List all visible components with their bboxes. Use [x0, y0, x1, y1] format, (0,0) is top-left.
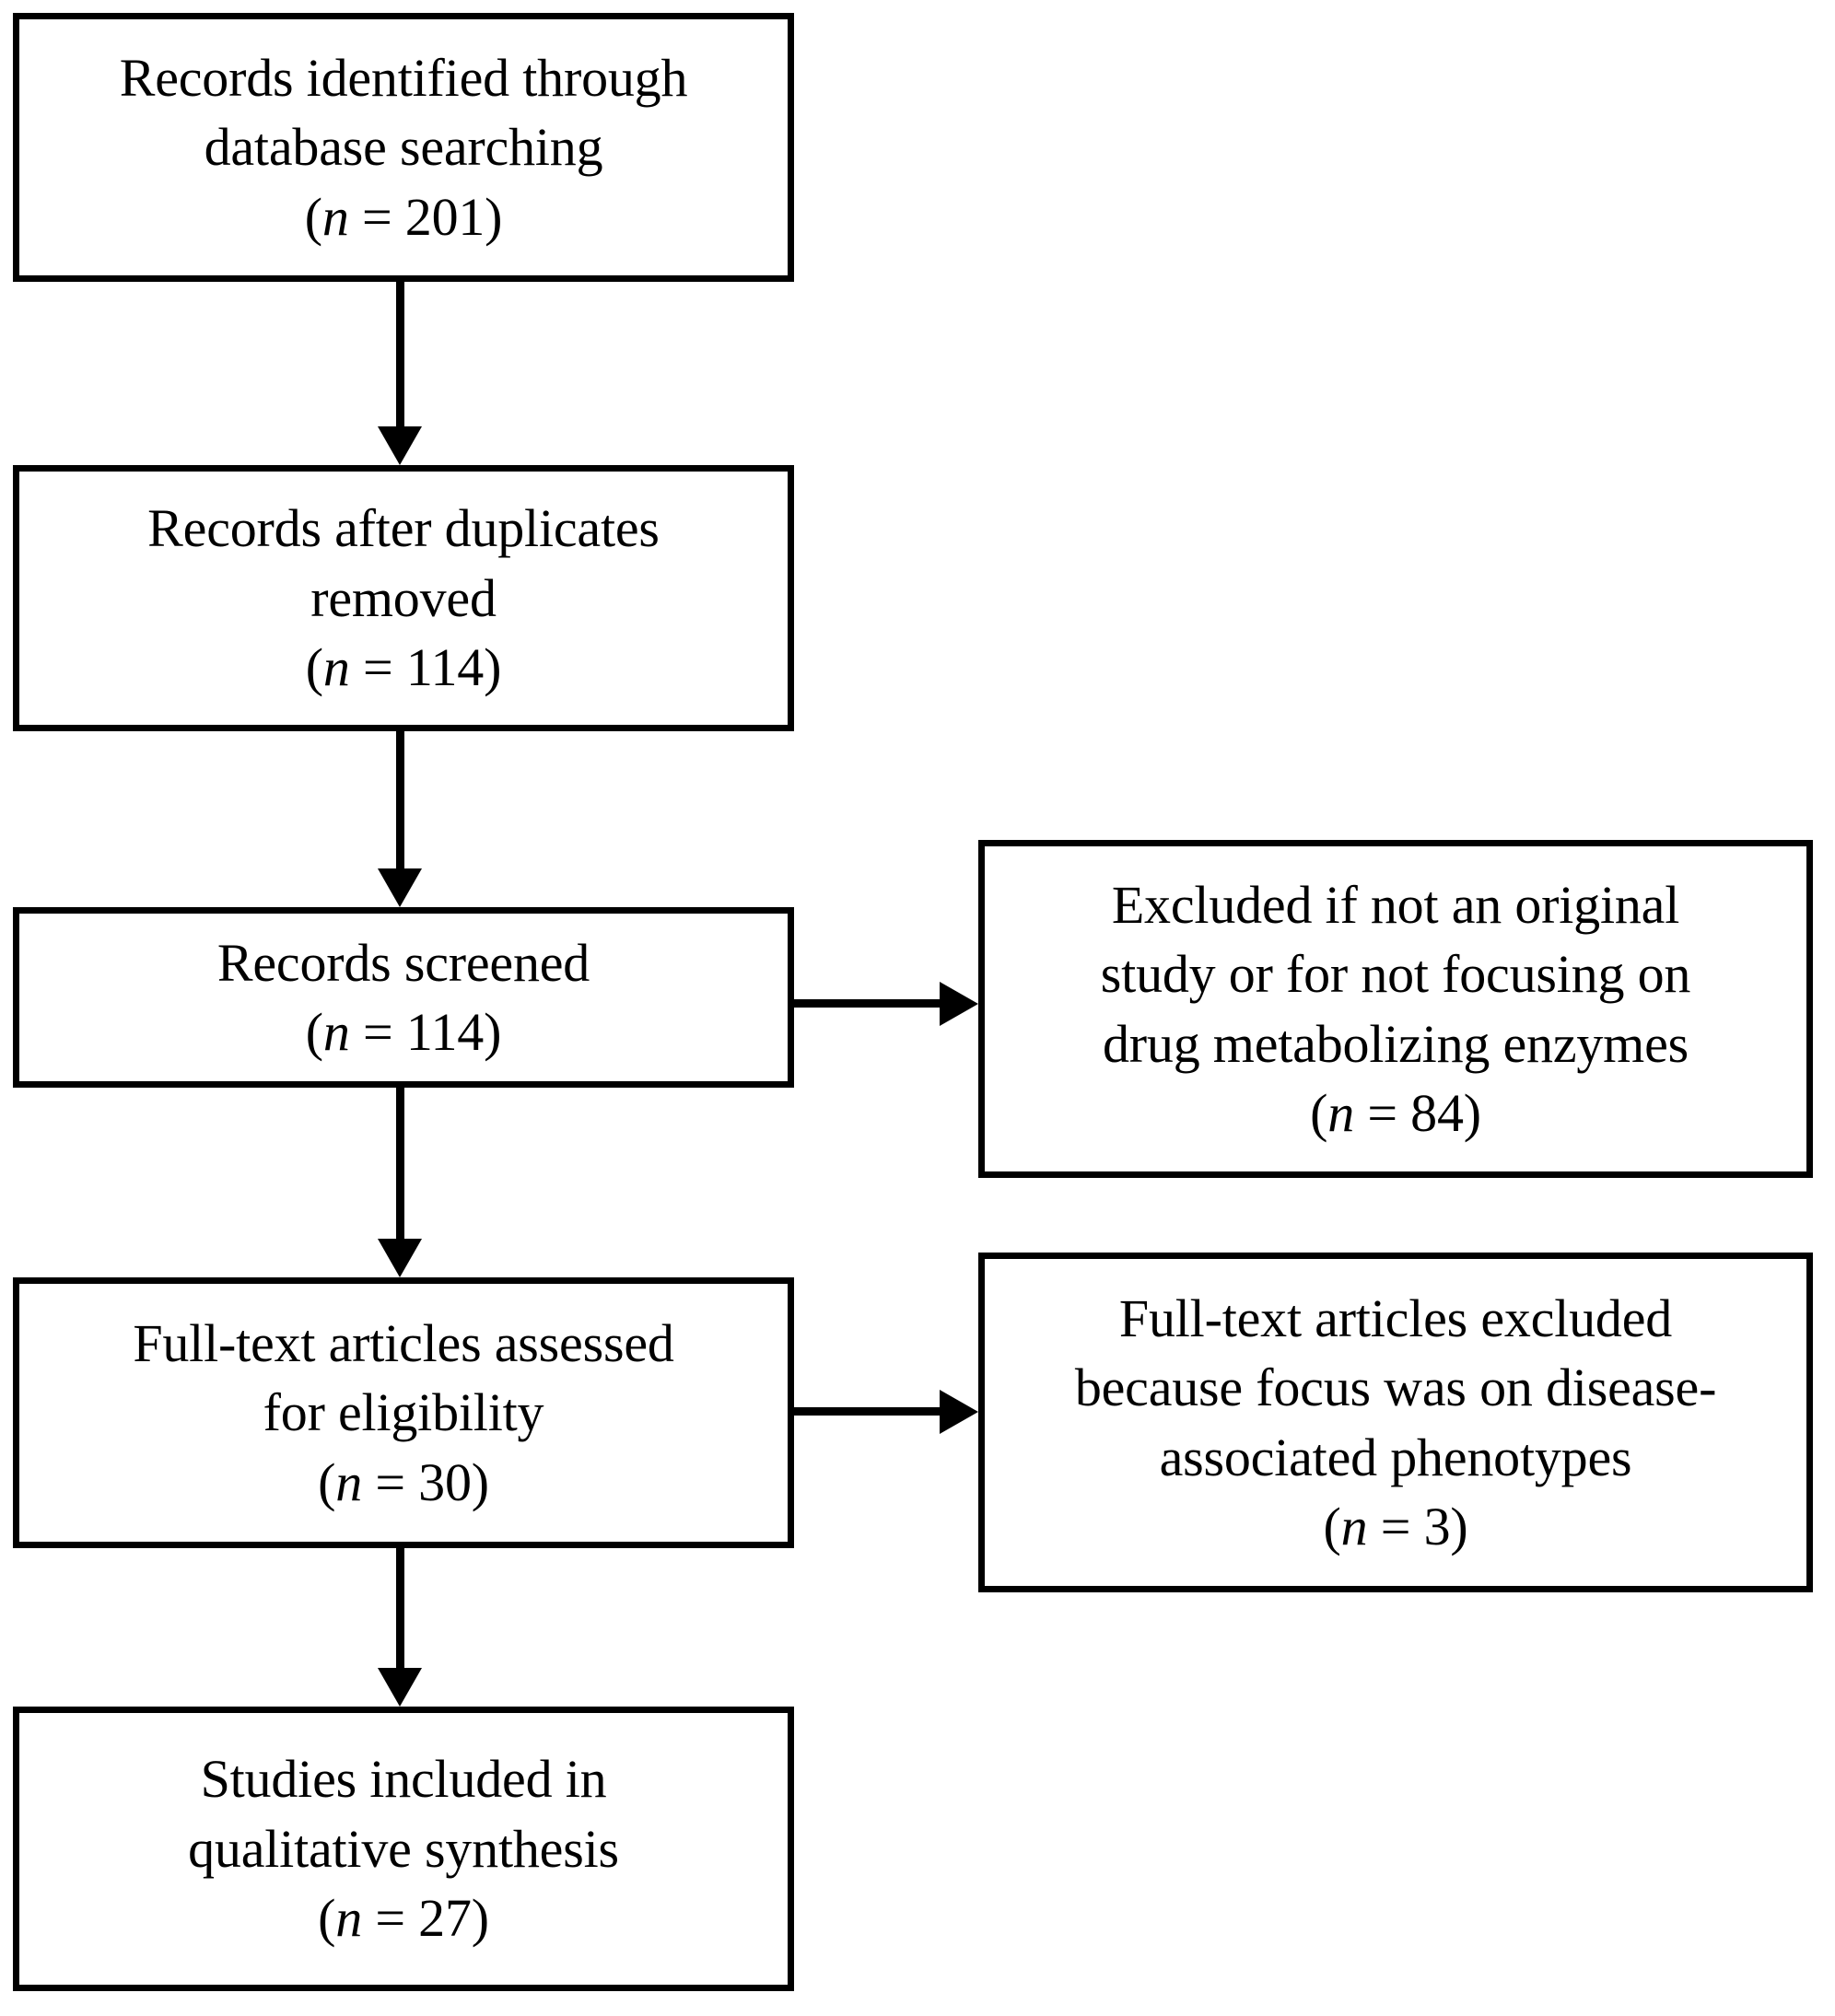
node-count: (n = 114) [305, 637, 502, 698]
connector-screened-to-fulltext [396, 1087, 404, 1241]
node-count: (n = 30) [318, 1451, 489, 1512]
node-line: removed [310, 567, 497, 628]
node-studies-included: Studies included in qualitative synthesi… [13, 1707, 794, 1991]
arrowhead-identified-to-after-duplicates [378, 426, 422, 465]
node-line: because focus was on disease- [1074, 1358, 1717, 1418]
node-line: Records identified through [119, 47, 688, 108]
node-records-after-duplicates: Records after duplicates removed (n = 11… [13, 465, 794, 731]
node-fulltext-assessed: Full-text articles assessed for eligibil… [13, 1277, 794, 1548]
node-records-identified: Records identified through database sear… [13, 13, 794, 282]
node-excluded-not-original-study: Excluded if not an original study or for… [978, 840, 1813, 1178]
connector-fulltext-to-excluded [789, 1407, 941, 1416]
node-line: drug metabolizing enzymes [1102, 1013, 1689, 1074]
node-line: study or for not focusing on [1100, 944, 1691, 1005]
node-line: qualitative synthesis [188, 1818, 619, 1879]
node-count: (n = 201) [304, 186, 503, 247]
node-line: associated phenotypes [1159, 1427, 1632, 1487]
node-line: Full-text articles assessed [133, 1312, 674, 1373]
node-records-screened: Records screened (n = 114) [13, 907, 794, 1088]
node-line: database searching [204, 117, 603, 178]
node-count-value: 84 [1410, 1082, 1464, 1143]
node-count-value: 3 [1423, 1496, 1451, 1556]
arrowhead-screened-to-fulltext [378, 1239, 422, 1277]
node-count: (n = 114) [305, 1002, 502, 1062]
node-fulltext-excluded: Full-text articles excluded because focu… [978, 1253, 1813, 1592]
arrowhead-after-duplicates-to-screened [378, 868, 422, 907]
arrowhead-fulltext-to-included [378, 1668, 422, 1707]
connector-identified-to-after-duplicates [396, 281, 404, 428]
node-count-value: 114 [405, 1002, 485, 1062]
node-line: Full-text articles excluded [1118, 1288, 1673, 1348]
node-line: Excluded if not an original [1111, 874, 1680, 935]
node-line: for eligibility [263, 1382, 544, 1443]
node-line: Studies included in [200, 1749, 607, 1810]
connector-fulltext-to-included [396, 1547, 404, 1671]
arrowhead-fulltext-to-excluded [940, 1390, 978, 1434]
node-count-value: 30 [418, 1451, 472, 1512]
node-line: Records screened [216, 932, 590, 993]
node-line: Records after duplicates [147, 498, 660, 559]
node-count-value: 27 [418, 1888, 472, 1949]
connector-screened-to-excluded [789, 999, 941, 1008]
node-count: (n = 84) [1310, 1082, 1481, 1143]
node-count-value: 114 [405, 637, 485, 698]
node-count-value: 201 [404, 186, 485, 247]
connector-after-duplicates-to-screened [396, 730, 404, 870]
arrowhead-screened-to-excluded [940, 982, 978, 1026]
node-count: (n = 27) [318, 1888, 489, 1949]
node-count: (n = 3) [1323, 1496, 1468, 1556]
